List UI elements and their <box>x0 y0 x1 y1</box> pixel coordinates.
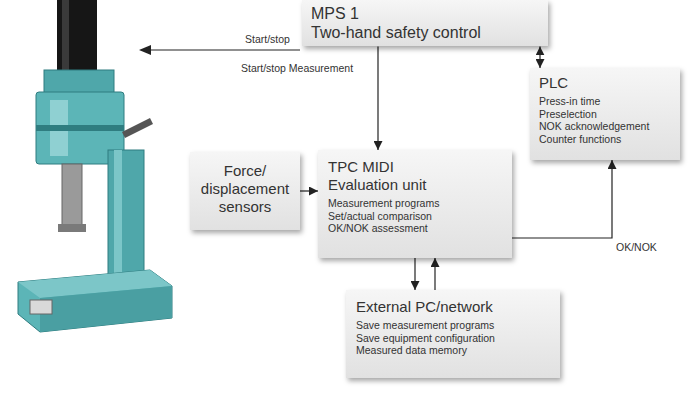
cylinder-highlight <box>62 0 69 72</box>
connector-arrow <box>414 258 415 290</box>
signal-label: OK/NOK <box>615 241 658 254</box>
box-text: NOK acknowledgement <box>539 120 671 133</box>
press-column <box>108 150 144 290</box>
box-heading: MPS 1 <box>311 4 539 23</box>
ram-tool <box>58 224 86 232</box>
connector-arrow <box>512 160 612 238</box>
connector-arrow <box>539 46 540 68</box>
box-heading: PLC <box>539 74 671 92</box>
base-plate <box>30 300 52 314</box>
box-text: Press-in time <box>539 95 671 108</box>
box-text: Counter functions <box>539 133 671 146</box>
sensor-box: Force/ displacement sensors <box>190 152 300 230</box>
press-ram <box>62 164 82 226</box>
body-band <box>36 125 124 131</box>
column-highlight <box>114 150 122 290</box>
press-cylinder <box>57 0 97 72</box>
plc-box: PLC Press-in timePreselectionNOK acknowle… <box>530 68 680 160</box>
evaluation-box: TPC MIDIEvaluation unitMeasurement progr… <box>318 150 512 258</box>
arrow-head <box>139 45 151 55</box>
base-front <box>40 286 172 332</box>
box-text: Measurement programs Set/actual comparis… <box>328 197 440 235</box>
box-heading: Force/ displacement sensors <box>196 162 294 216</box>
box-text: Preselection <box>539 108 671 121</box>
box-text: Two-hand safety control <box>311 23 539 42</box>
box-heading: External PC/network <box>356 298 550 316</box>
connector-arrow <box>300 190 318 191</box>
box-text: Measured data memory <box>356 344 550 357</box>
box-text: Save equipment configuration <box>356 332 550 345</box>
connector-arrow <box>434 258 435 290</box>
signal-line <box>150 49 300 50</box>
press-lever <box>122 118 153 138</box>
control-box: MPS 1Two-hand safety control <box>302 0 548 46</box>
network-box: External PC/networkSave measurement prog… <box>346 290 560 378</box>
signal-label: Start/stop <box>244 33 291 46</box>
box-heading: TPC MIDI <box>328 158 502 176</box>
box-text: Save measurement programs <box>356 319 550 332</box>
press-base <box>18 270 172 332</box>
box-text: Evaluation unit <box>328 176 502 194</box>
connector-arrow <box>377 46 378 150</box>
press-head <box>44 70 114 94</box>
signal-label: Start/stop Measurement <box>240 62 354 75</box>
